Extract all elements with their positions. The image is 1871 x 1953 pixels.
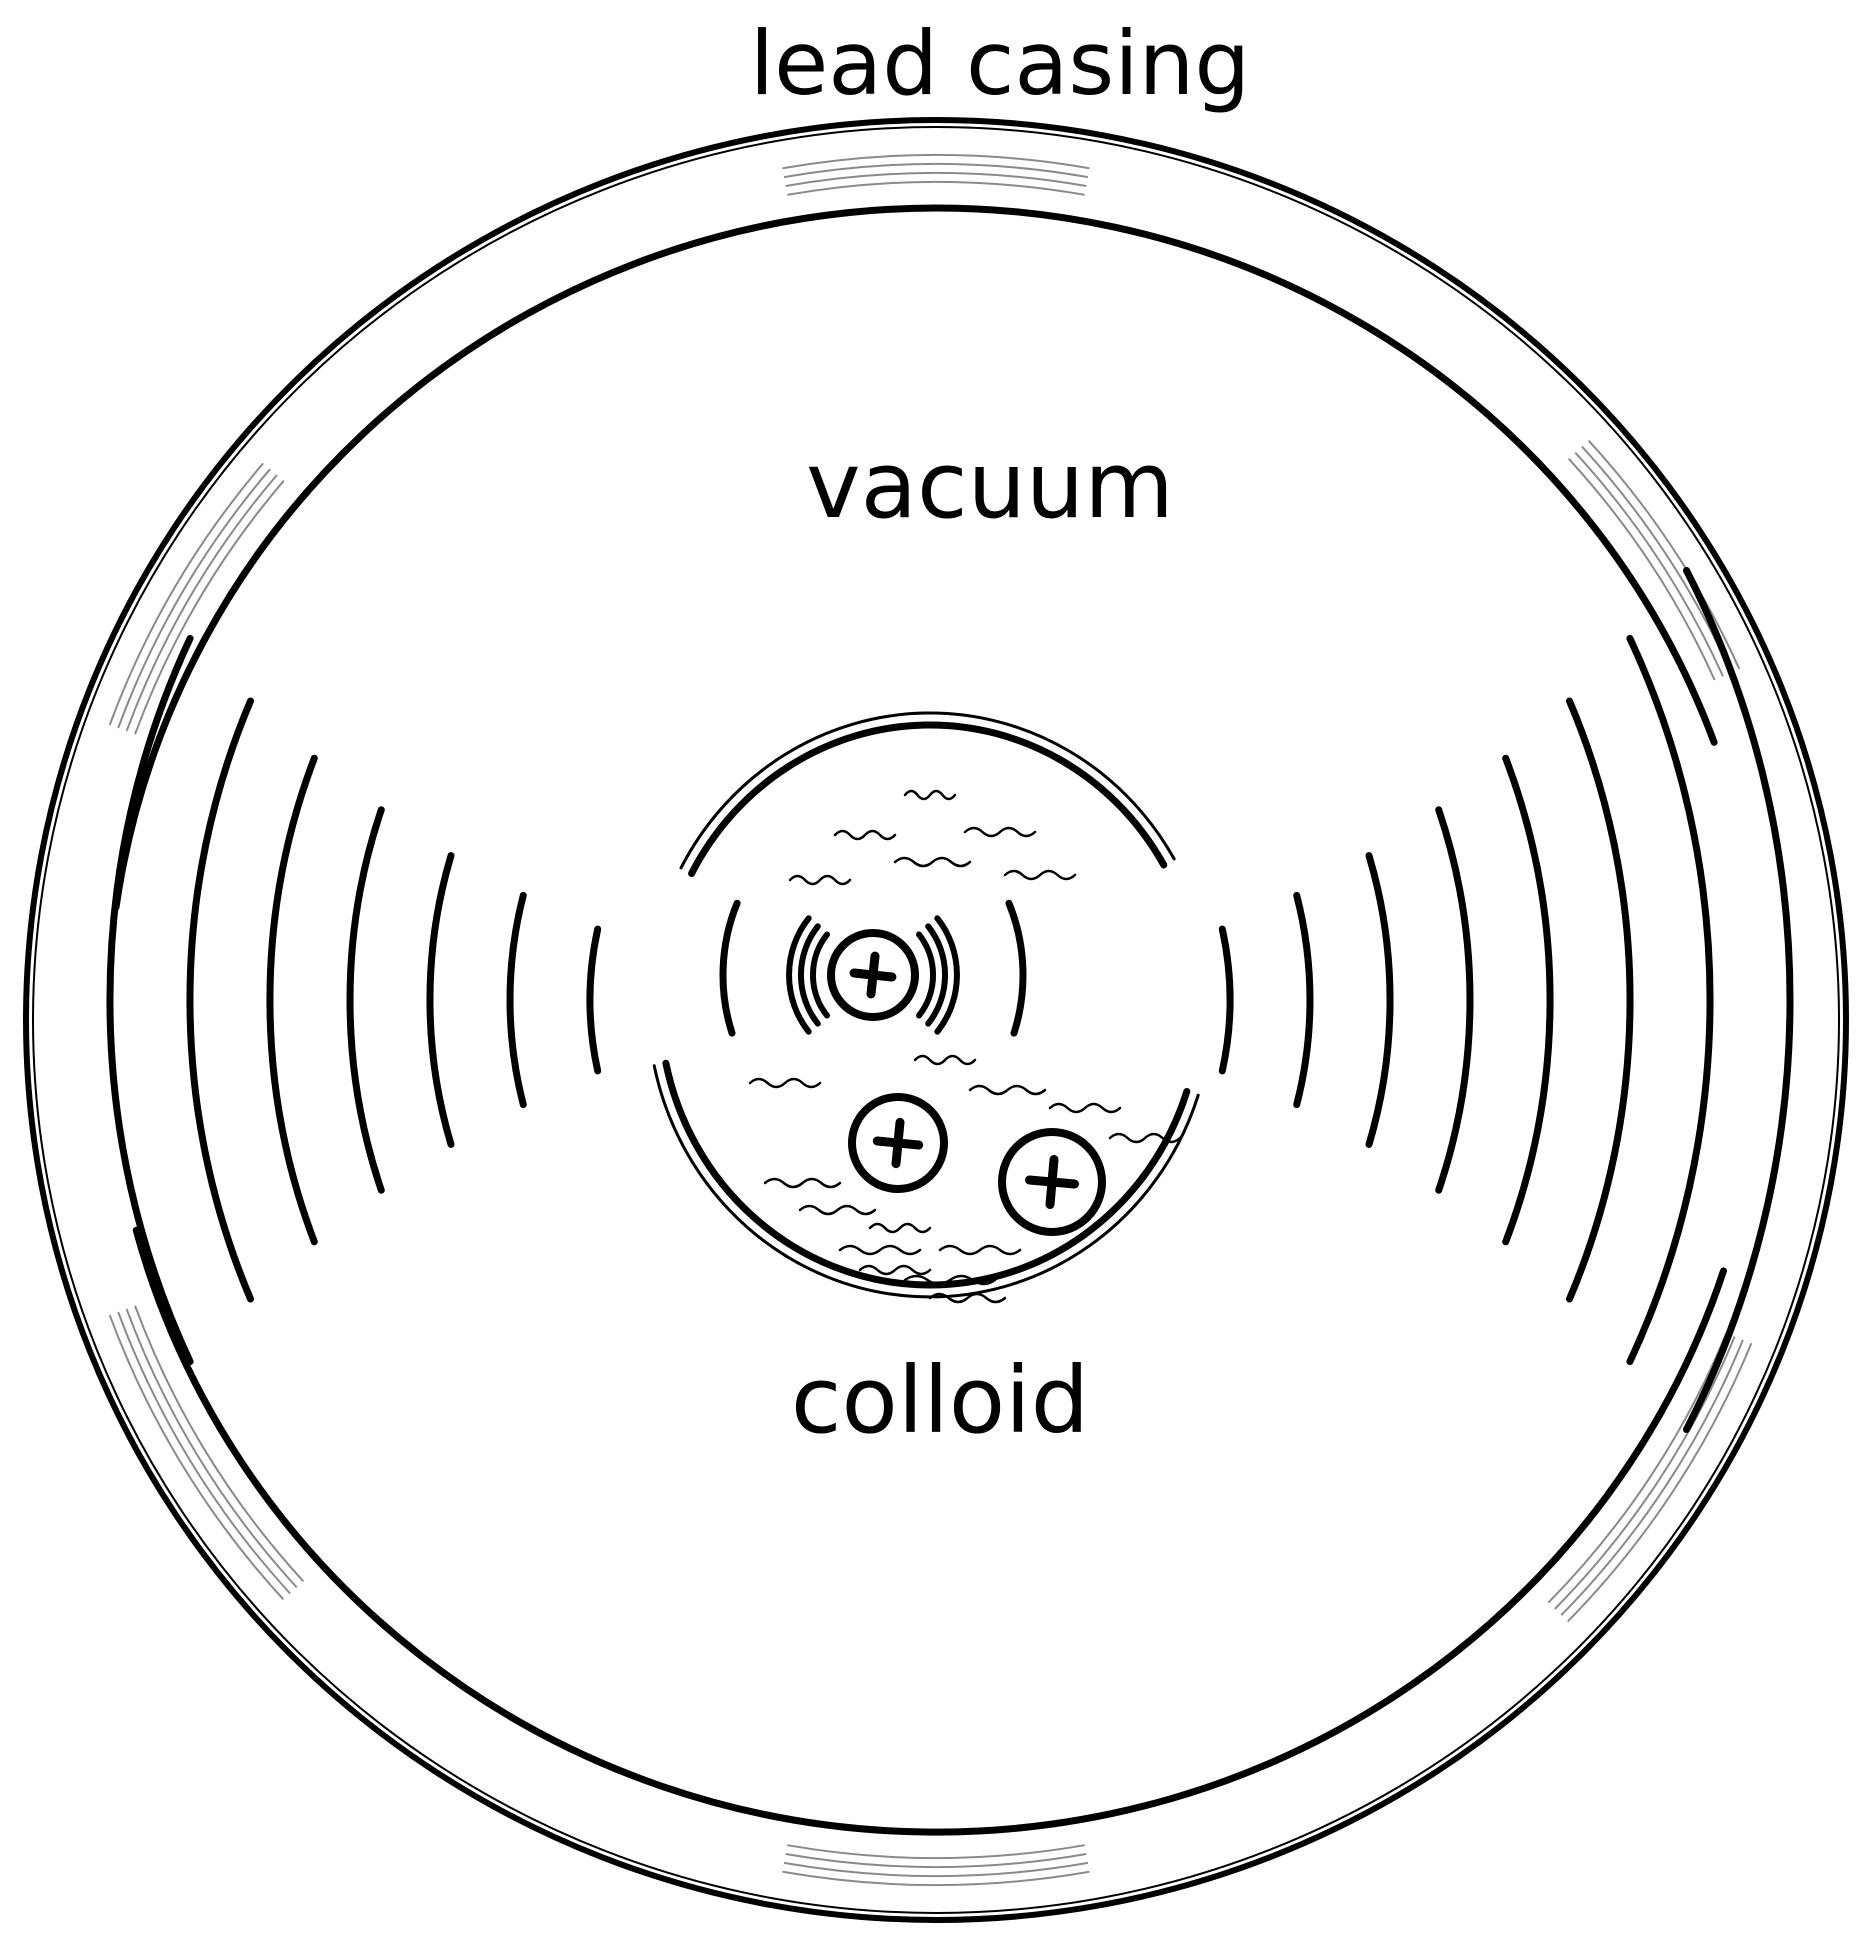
radiation-arc-left [506, 891, 527, 1109]
casing-hatch-line [1547, 1332, 1727, 1604]
container-bottom-arc [652, 1064, 1200, 1299]
fluid-wisp [903, 1274, 997, 1286]
fluid-wisp [1048, 1102, 1122, 1114]
radiation-arc-left [186, 697, 254, 1303]
casing-hatch-marks [109, 154, 1752, 1886]
casing-hatch-line [109, 463, 264, 726]
lead-casing [23, 117, 1849, 1923]
plus-vertical [1045, 1155, 1059, 1209]
casing-hatch-line [783, 163, 1089, 178]
particle-ripple-left [786, 915, 812, 1035]
fluid-wisp [763, 1177, 842, 1189]
radiation-arc-left [266, 754, 318, 1246]
casing-hatch-line [783, 1862, 1089, 1877]
fluid-wisp [788, 874, 852, 886]
radiation-arc-left [586, 925, 602, 1075]
radiation-arc-right [1502, 754, 1554, 1246]
casing-hatch-line [785, 1853, 1087, 1868]
plus-vertical [891, 1117, 905, 1169]
label-lead-casing: lead casing [749, 12, 1251, 115]
radiation-arc-right [1566, 697, 1634, 1303]
radiation-arc-right [1435, 806, 1474, 1194]
casing-outer-ring [23, 117, 1849, 1923]
casing-hatch-line [125, 474, 278, 732]
radiation-arc-left [426, 852, 455, 1148]
colloid-container [652, 711, 1200, 1299]
particle-circle [827, 929, 919, 1021]
fluid-wisp [893, 856, 972, 868]
label-colloid: colloid [790, 1347, 1090, 1454]
casing-hatch-line [134, 480, 285, 735]
casing-hatch-line [785, 172, 1087, 187]
particle-circle [848, 1093, 948, 1193]
particle-ripple-left [798, 923, 821, 1027]
fluid-wisp [903, 789, 957, 801]
casing-hatch-line [1567, 1343, 1752, 1622]
radiation-arc-inner-right [1005, 899, 1027, 1037]
radiation-arc-right [1365, 852, 1394, 1148]
casing-outer-ring-thin [32, 126, 1840, 1914]
casing-hatch-line [1588, 440, 1740, 670]
fluid-wisp [963, 826, 1037, 838]
radiation-arc-right [1683, 567, 1794, 1433]
radiation-arc-inner-left [719, 899, 741, 1037]
radiation-arc-left [106, 634, 194, 1366]
fluid-wisp [938, 1244, 1022, 1256]
positive-particle [848, 1093, 948, 1193]
casing-hatch-line [117, 468, 271, 729]
casing-hatch-line [782, 1870, 1090, 1886]
container-top-arc [688, 721, 1168, 877]
fluid-wisp [858, 1264, 932, 1276]
fluid-wisp [913, 1054, 977, 1066]
radiation-arc-right [1218, 925, 1234, 1075]
charged-particles [786, 915, 1106, 1236]
fluid-wisp [798, 1204, 877, 1216]
particle-circle [998, 1128, 1106, 1236]
radiation-arc-right [1293, 891, 1314, 1109]
casing-hatch-line [787, 1844, 1085, 1859]
fluid-wisp [833, 829, 897, 841]
fluid-wisp [748, 1077, 822, 1089]
fluid-wisp [1003, 869, 1077, 881]
casing-inner-ring-segment [132, 1226, 1727, 1836]
plus-vertical [866, 951, 880, 999]
casing-hatch-line [787, 181, 1085, 196]
particle-ripple-right [916, 931, 937, 1019]
casing-hatch-line [109, 1314, 284, 1600]
fluid-wisp [1108, 1132, 1182, 1144]
particle-ripple-right [934, 915, 960, 1035]
casing-hatch-line [125, 1308, 298, 1588]
radiation-arc-right [1626, 634, 1714, 1366]
positive-particle [998, 1128, 1106, 1236]
particle-ripple-right [925, 923, 948, 1027]
casing-hatch-line [1560, 1339, 1744, 1616]
fluid-wisp [928, 1292, 1007, 1304]
fluid-wisp [868, 1222, 932, 1234]
casing-hatch-line [134, 1305, 304, 1582]
radiation-arcs [106, 567, 1794, 1433]
container-bottom-arc [662, 1059, 1191, 1289]
casing-hatch-line [1574, 452, 1724, 677]
casing-hatch-line [1554, 1336, 1736, 1610]
particle-ripple-left [809, 931, 830, 1019]
container-top-arc [679, 711, 1176, 870]
positive-particle [827, 929, 919, 1021]
casing-hatch-line [1568, 458, 1716, 681]
casing-hatch-line [782, 154, 1090, 170]
radiation-arc-left [346, 806, 385, 1194]
casing-inner-ring-segment [112, 204, 1718, 911]
fluid-wisp [968, 1084, 1047, 1096]
casing-hatch-line [117, 1311, 291, 1594]
fluid-wisp [838, 1244, 922, 1256]
label-vacuum: vacuum [806, 432, 1174, 539]
colloid-fluid-wisps [748, 789, 1182, 1304]
